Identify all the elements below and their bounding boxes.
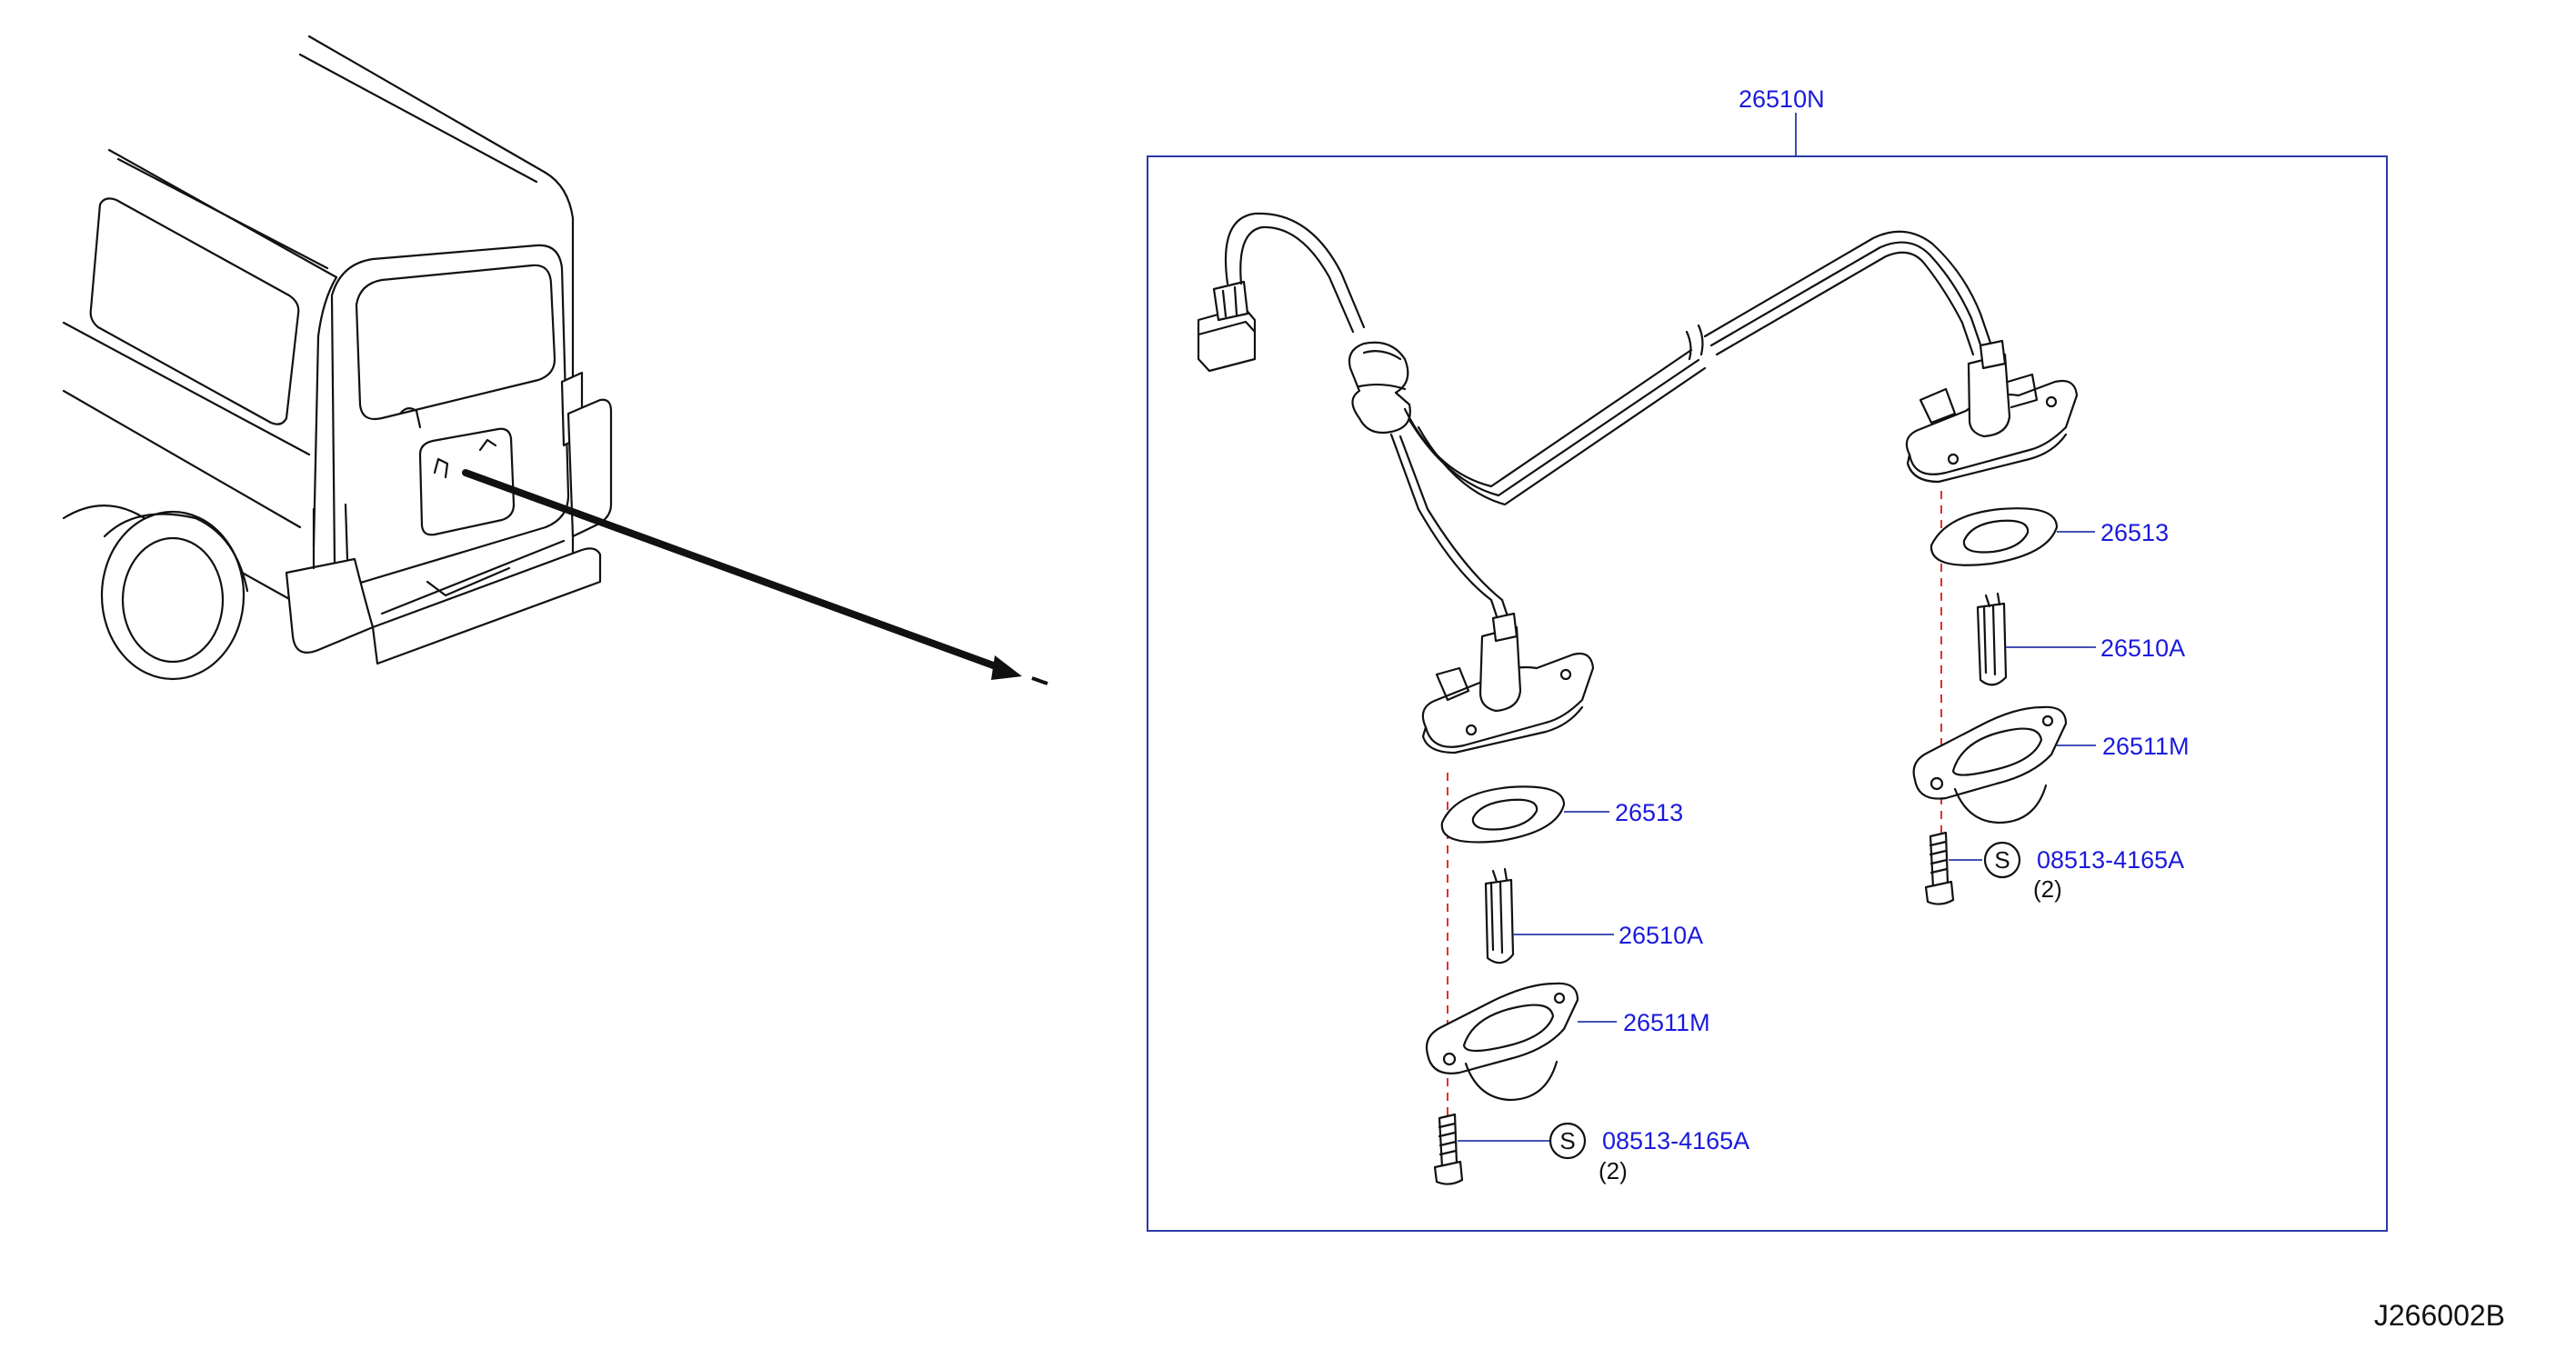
assembly-frame	[1147, 113, 2388, 1232]
right-bulb-part-number: 26510A	[2100, 635, 2185, 662]
right-standard-part-symbol: S	[1994, 846, 2010, 874]
assembly-part-number: 26510N	[1739, 85, 1825, 113]
left-lens	[1425, 982, 1579, 1102]
left-lamp-housing	[1421, 612, 1595, 754]
right-lens	[1912, 705, 2068, 824]
right-screw-part-number: 08513-4165A	[2037, 846, 2184, 874]
right-screw-quantity: (2)	[2033, 875, 2062, 903]
left-standard-part-symbol: S	[1559, 1127, 1575, 1154]
left-bulb-part-number: 26510A	[1619, 922, 1703, 949]
location-arrow	[462, 469, 1048, 685]
left-lens-part-number: 26511M	[1623, 1009, 1710, 1036]
drawing-code: J266002B	[2374, 1299, 2505, 1332]
right-screw	[1924, 831, 1955, 905]
right-lamp-housing	[1905, 339, 2079, 484]
right-gasket-part-number: 26513	[2100, 519, 2169, 546]
wire-harness	[1197, 212, 1993, 629]
right-bulb	[1976, 592, 2008, 686]
left-bulb	[1484, 867, 1515, 964]
right-standard-part-icon	[1983, 841, 2021, 879]
left-screw	[1433, 1113, 1464, 1185]
left-gasket	[1440, 785, 1566, 844]
right-gasket	[1929, 507, 2059, 566]
left-screw-quantity: (2)	[1599, 1157, 1628, 1184]
left-standard-part-icon	[1549, 1122, 1587, 1160]
vehicle-illustration	[62, 35, 613, 681]
left-gasket-part-number: 26513	[1615, 799, 1683, 826]
right-lens-part-number: 26511M	[2102, 733, 2190, 760]
left-screw-part-number: 08513-4165A	[1602, 1127, 1749, 1154]
